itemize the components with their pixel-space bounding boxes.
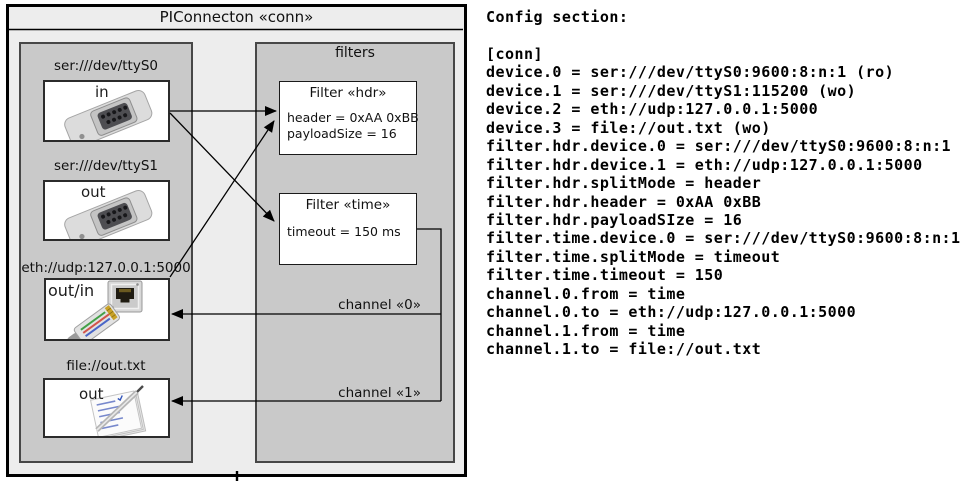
device-box-file: out <box>43 378 170 438</box>
config-heading: Config section: <box>486 8 629 26</box>
filter-hdr-title: Filter «hdr» <box>309 85 387 101</box>
config-line: [conn] <box>486 44 543 63</box>
config-line: filter.hdr.device.0 = ser:///dev/ttyS0:9… <box>486 137 952 156</box>
filter-hdr-attributes: header = 0xAA 0xBB payloadSize = 16 <box>287 110 419 141</box>
filter-time-title: Filter «time» <box>305 197 391 213</box>
device-label-eth: eth://udp:127.0.0.1:5000 <box>21 260 191 276</box>
config-line: channel.0.to = eth://udp:127.0.0.1:5000 <box>486 303 857 322</box>
device-box-eth: out/in <box>44 278 170 341</box>
serial-connector-icon <box>64 189 153 239</box>
config-line: filter.hdr.payloadSIze = 16 <box>486 210 743 229</box>
filter-attribute: timeout = 150 ms <box>287 224 401 239</box>
config-line: channel.1.to = file://out.txt <box>486 340 762 359</box>
diagram-title: PIConnecton «conn» <box>159 8 314 26</box>
config-line: filter.hdr.splitMode = header <box>486 174 762 193</box>
filter-attribute: payloadSize = 16 <box>287 125 397 141</box>
config-section: Config section: [conn] device.0 = ser://… <box>486 8 961 359</box>
config-lines: [conn] device.0 = ser:///dev/ttyS0:9600:… <box>486 45 961 359</box>
device-direction-label: out/in <box>48 281 95 300</box>
device-label-ttys1: ser:///dev/ttyS1 <box>54 158 158 174</box>
filter-time-attributes: timeout = 150 ms <box>287 224 401 240</box>
device-direction-label: out <box>81 183 106 201</box>
config-line: device.2 = eth://udp:127.0.0.1:5000 <box>486 100 819 119</box>
config-line: filter.hdr.header = 0xAA 0xBB <box>486 192 762 211</box>
config-line: filter.time.splitMode = timeout <box>486 247 781 266</box>
ethernet-connector-icon <box>66 280 143 339</box>
device-box-ttys1: out <box>43 180 170 241</box>
config-line: channel.0.from = time <box>486 284 686 303</box>
config-line: channel.1.from = time <box>486 321 686 340</box>
device-direction-label: in <box>95 83 109 101</box>
filters-panel-title: filters <box>335 45 375 61</box>
device-label-ttys0: ser:///dev/ttyS0 <box>54 58 158 74</box>
device-box-ttys0: in <box>43 80 170 142</box>
channel-0-label: channel «0» <box>338 297 421 313</box>
device-label-file: file://out.txt <box>66 358 146 374</box>
device-direction-label: out <box>79 385 104 403</box>
config-line: filter.time.device.0 = ser:///dev/ttyS0:… <box>486 229 961 248</box>
config-line: device.3 = file://out.txt (wo) <box>486 118 771 137</box>
config-line: filter.time.timeout = 150 <box>486 266 724 285</box>
channel-1-label: channel «1» <box>338 385 421 401</box>
config-line: device.0 = ser:///dev/ttyS0:9600:8:n:1 (… <box>486 63 895 82</box>
filter-attribute: header = 0xAA 0xBB <box>287 110 419 125</box>
config-line: filter.hdr.device.1 = eth://udp:127.0.0.… <box>486 155 923 174</box>
config-line: device.1 = ser:///dev/ttyS1:115200 (wo) <box>486 81 857 100</box>
filter-hdr-box: Filter «hdr» header = 0xAA 0xBB payloadS… <box>279 81 419 155</box>
config-blank-line <box>486 26 961 44</box>
serial-connector-icon <box>64 89 153 140</box>
notepad-icon <box>89 385 147 436</box>
filter-time-box: Filter «time» timeout = 150 ms <box>279 193 417 265</box>
